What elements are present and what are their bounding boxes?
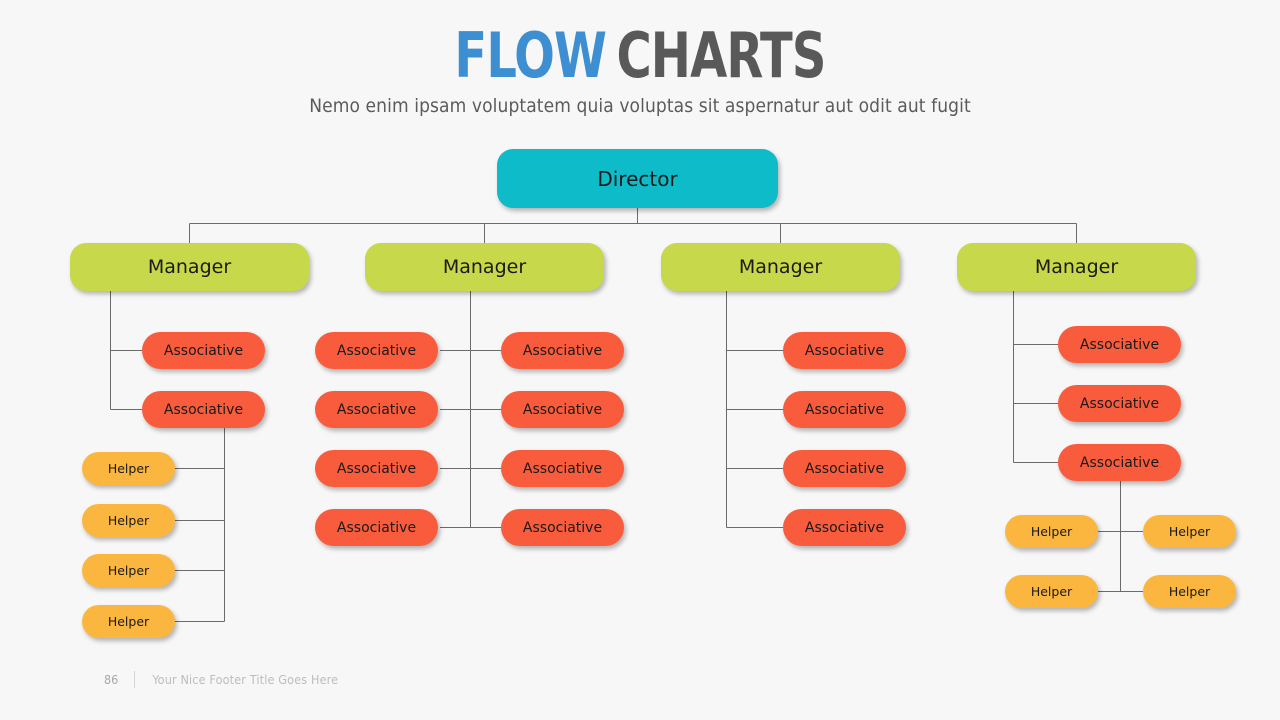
node-b4-associative-2-label: Associative [1079,395,1160,412]
node-b1-associative-1[interactable]: Associative [142,332,265,369]
node-b1-associative-1-label: Associative [163,342,244,359]
node-b1-helper-1-label: Helper [107,461,150,476]
node-b2-associative-left-4-label: Associative [336,519,417,536]
node-b3-associative-2[interactable]: Associative [783,391,906,428]
node-b2-associative-right-3[interactable]: Associative [501,450,624,487]
node-b2-associative-right-3-label: Associative [522,460,603,477]
node-manager-4-label: Manager [1034,256,1119,278]
node-b4-associative-2[interactable]: Associative [1058,385,1181,422]
node-director-label: Director [597,166,678,191]
node-b4-helper-4-label: Helper [1168,584,1211,599]
node-b2-associative-left-1-label: Associative [336,342,417,359]
node-manager-2[interactable]: Manager [365,243,604,291]
node-b4-helper-2[interactable]: Helper [1143,515,1236,548]
node-b4-helper-2-label: Helper [1168,524,1211,539]
node-manager-4[interactable]: Manager [957,243,1196,291]
node-b2-associative-left-2-label: Associative [336,401,417,418]
node-b3-associative-1[interactable]: Associative [783,332,906,369]
node-b2-associative-right-2[interactable]: Associative [501,391,624,428]
node-manager-1[interactable]: Manager [70,243,309,291]
node-manager-2-label: Manager [442,256,527,278]
node-b2-associative-left-2[interactable]: Associative [315,391,438,428]
footer: 86 Your Nice Footer Title Goes Here [104,671,338,688]
node-manager-3-label: Manager [738,256,823,278]
node-director[interactable]: Director [497,149,778,208]
page-subtitle: Nemo enim ipsam voluptatem quia voluptas… [309,95,971,117]
node-b1-helper-3[interactable]: Helper [82,554,175,587]
node-b4-helper-3-label: Helper [1030,584,1073,599]
node-b4-helper-4[interactable]: Helper [1143,575,1236,608]
node-b3-associative-2-label: Associative [804,401,885,418]
node-b3-associative-4[interactable]: Associative [783,509,906,546]
node-b2-associative-right-4[interactable]: Associative [501,509,624,546]
node-b2-associative-left-4[interactable]: Associative [315,509,438,546]
page-title-word-flow: FLOW [454,19,607,92]
node-b1-helper-4-label: Helper [107,614,150,629]
node-manager-3[interactable]: Manager [661,243,900,291]
footer-page-number: 86 [104,672,119,687]
node-b1-associative-2-label: Associative [163,401,244,418]
node-b4-helper-1-label: Helper [1030,524,1073,539]
node-b4-helper-1[interactable]: Helper [1005,515,1098,548]
node-b4-associative-1[interactable]: Associative [1058,326,1181,363]
node-b2-associative-right-4-label: Associative [522,519,603,536]
node-b3-associative-3[interactable]: Associative [783,450,906,487]
node-b1-associative-2[interactable]: Associative [142,391,265,428]
node-b2-associative-right-1-label: Associative [522,342,603,359]
node-b1-helper-3-label: Helper [107,563,150,578]
page-title-word-charts: CHARTS [616,19,826,92]
node-b4-associative-3[interactable]: Associative [1058,444,1181,481]
footer-divider [134,671,136,688]
footer-title: Your Nice Footer Title Goes Here [152,672,339,687]
node-b2-associative-right-1[interactable]: Associative [501,332,624,369]
node-b3-associative-3-label: Associative [804,460,885,477]
node-b3-associative-4-label: Associative [804,519,885,536]
node-b4-associative-3-label: Associative [1079,454,1160,471]
node-b4-helper-3[interactable]: Helper [1005,575,1098,608]
node-b2-associative-left-3-label: Associative [336,460,417,477]
node-b2-associative-right-2-label: Associative [522,401,603,418]
node-b4-associative-1-label: Associative [1079,336,1160,353]
node-manager-1-label: Manager [147,256,232,278]
node-b1-helper-2[interactable]: Helper [82,504,175,537]
node-b3-associative-1-label: Associative [804,342,885,359]
node-b2-associative-left-3[interactable]: Associative [315,450,438,487]
node-b1-helper-4[interactable]: Helper [82,605,175,638]
node-b1-helper-2-label: Helper [107,513,150,528]
node-b2-associative-left-1[interactable]: Associative [315,332,438,369]
node-b1-helper-1[interactable]: Helper [82,452,175,485]
